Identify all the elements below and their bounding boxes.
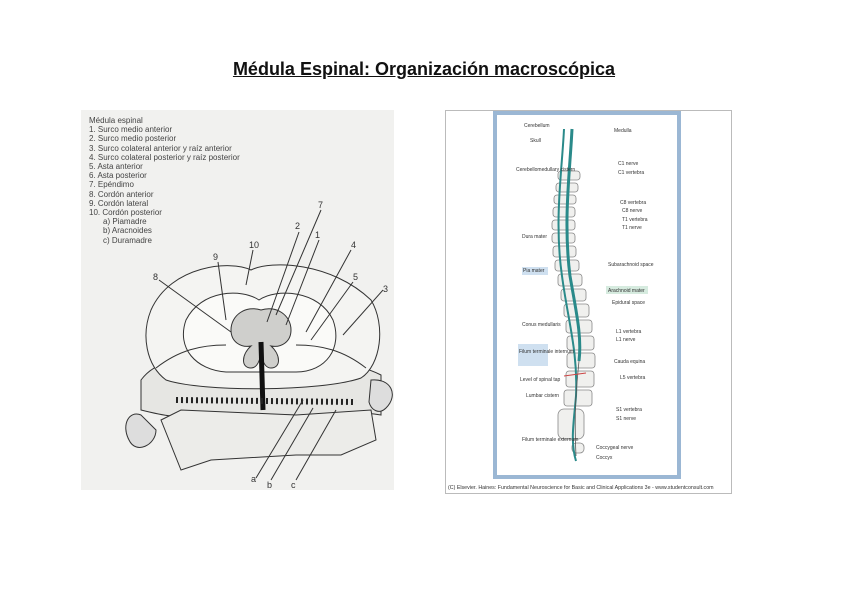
callout-line (310, 281, 354, 341)
label-c1-vertebra: C1 vertebra (618, 170, 644, 176)
cross-section-drawing: 10 7 2 1 4 5 3 8 9 a b c (125, 200, 393, 490)
label-c8-nerve: C8 nerve (622, 208, 643, 214)
label-t1-nerve: T1 nerve (622, 225, 642, 231)
callout-8: 8 (153, 272, 158, 282)
filum-line (574, 360, 580, 457)
callout-2: 2 (295, 221, 300, 231)
label-s1-nerve: S1 nerve (616, 416, 636, 422)
legend-item: 8. Cordón anterior (89, 189, 154, 199)
callout-line (295, 409, 337, 481)
label-pia-mater: Pia mater (523, 268, 545, 274)
label-arachnoid: Arachnoid mater (608, 288, 645, 294)
label-filum-externum: Filum terminale externum (522, 437, 578, 443)
callout-line (305, 249, 352, 333)
spinal-column-drawing: Cerebellum Skull Cerebellomedullary cist… (493, 111, 681, 479)
label-c1-nerve: C1 nerve (618, 161, 639, 167)
callout-line (245, 249, 254, 286)
legend-item: 2. Surco medio posterior (89, 134, 177, 144)
callout-5: 5 (353, 272, 358, 282)
legend-subitem: b) Aracnoides (103, 226, 152, 236)
legend-item: 1. Surco medio anterior (89, 125, 173, 135)
callout-4: 4 (351, 240, 356, 250)
spinal-cord-section-figure: Médula espinal 1. Surco medio anterior 2… (81, 110, 394, 490)
callout-1: 1 (315, 230, 320, 240)
right-process (368, 379, 393, 412)
legend-item: 4. Surco colateral posterior y raíz post… (89, 152, 240, 162)
callout-line (266, 231, 300, 323)
callout-line (342, 289, 384, 336)
hatched-meninges (175, 397, 357, 405)
page-title: Médula Espinal: Organización macroscópic… (232, 59, 616, 79)
label-c8-vertebra: C8 vertebra (620, 200, 646, 206)
right-nerve-root (295, 344, 367, 369)
label-skull: Skull (530, 138, 541, 144)
callout-9: 9 (213, 252, 218, 262)
legend-item: 10. Cordón posterior (89, 208, 162, 218)
legend-item: 7. Epéndimo (89, 180, 134, 190)
figure-credit: (C) Elsevier. Haines: Fundamental Neuros… (448, 485, 714, 491)
legend-subitem: c) Duramadre (103, 235, 152, 245)
label-medulla: Medulla (614, 128, 632, 134)
label-t1-vertebra: T1 vertebra (622, 217, 648, 223)
label-cerebellomedullary: Cerebellomedullary cistern (516, 167, 575, 173)
label-l1-nerve: L1 nerve (616, 337, 636, 343)
label-cerebellum: Cerebellum (524, 123, 550, 129)
callout-b: b (267, 480, 272, 490)
callout-line (275, 209, 322, 316)
callout-line (217, 261, 227, 321)
label-filum-internum: Filum terminale internum (519, 349, 574, 355)
pia-highlight (522, 267, 548, 275)
legend-item: 5. Asta anterior (89, 162, 143, 172)
filum-internum-highlight (518, 344, 548, 366)
label-l5-vertebra: L5 vertebra (620, 375, 646, 381)
left-nerve-root (155, 344, 227, 369)
label-coccygeal-nerve: Coccygeal nerve (596, 445, 633, 451)
callout-3: 3 (383, 284, 388, 294)
callout-7: 7 (318, 200, 323, 210)
callout-line (255, 399, 304, 479)
label-lumbar-cistern: Lumbar cistern (526, 393, 559, 399)
arachnoid-highlight (606, 286, 648, 294)
label-conus: Conus medullaris (522, 322, 561, 328)
label-epidural: Epidural space (612, 300, 645, 306)
callout-line (158, 279, 232, 333)
label-l1-vertebra: L1 vertebra (616, 329, 642, 335)
dura-line (557, 128, 578, 462)
callout-c: c (291, 480, 296, 490)
label-subarachnoid: Subarachnoid space (608, 262, 654, 268)
callout-line (270, 407, 314, 481)
figure-legend: Médula espinal 1. Surco medio anterior 2… (89, 116, 240, 245)
label-s1-vertebra: S1 vertebra (616, 407, 642, 413)
legend-title: Médula espinal (89, 116, 143, 125)
spinal-column-figure: Cerebellum Skull Cerebellomedullary cist… (445, 110, 732, 494)
label-dura-mater: Dura mater (522, 234, 547, 240)
legend-subitem: a) Piamadre (103, 217, 147, 227)
label-spinal-tap: Level of spinal tap (520, 377, 561, 383)
label-coccyx: Coccyx (596, 455, 613, 461)
figure-frame (493, 111, 681, 479)
callout-a: a (251, 474, 256, 484)
lower-bone (160, 409, 377, 471)
spinal-cord-line (565, 128, 582, 362)
legend-item: 3. Surco colateral anterior y raíz anter… (89, 143, 232, 153)
callout-line (285, 239, 320, 326)
left-process (125, 413, 157, 448)
legend-item: 6. Asta posterior (89, 171, 147, 181)
vertebrae (551, 170, 596, 454)
legend-item: 9. Cordón lateral (89, 198, 149, 208)
callout-10: 10 (249, 240, 259, 250)
label-cauda-equina: Cauda equina (614, 359, 645, 365)
spinal-tap-needle (563, 372, 587, 377)
